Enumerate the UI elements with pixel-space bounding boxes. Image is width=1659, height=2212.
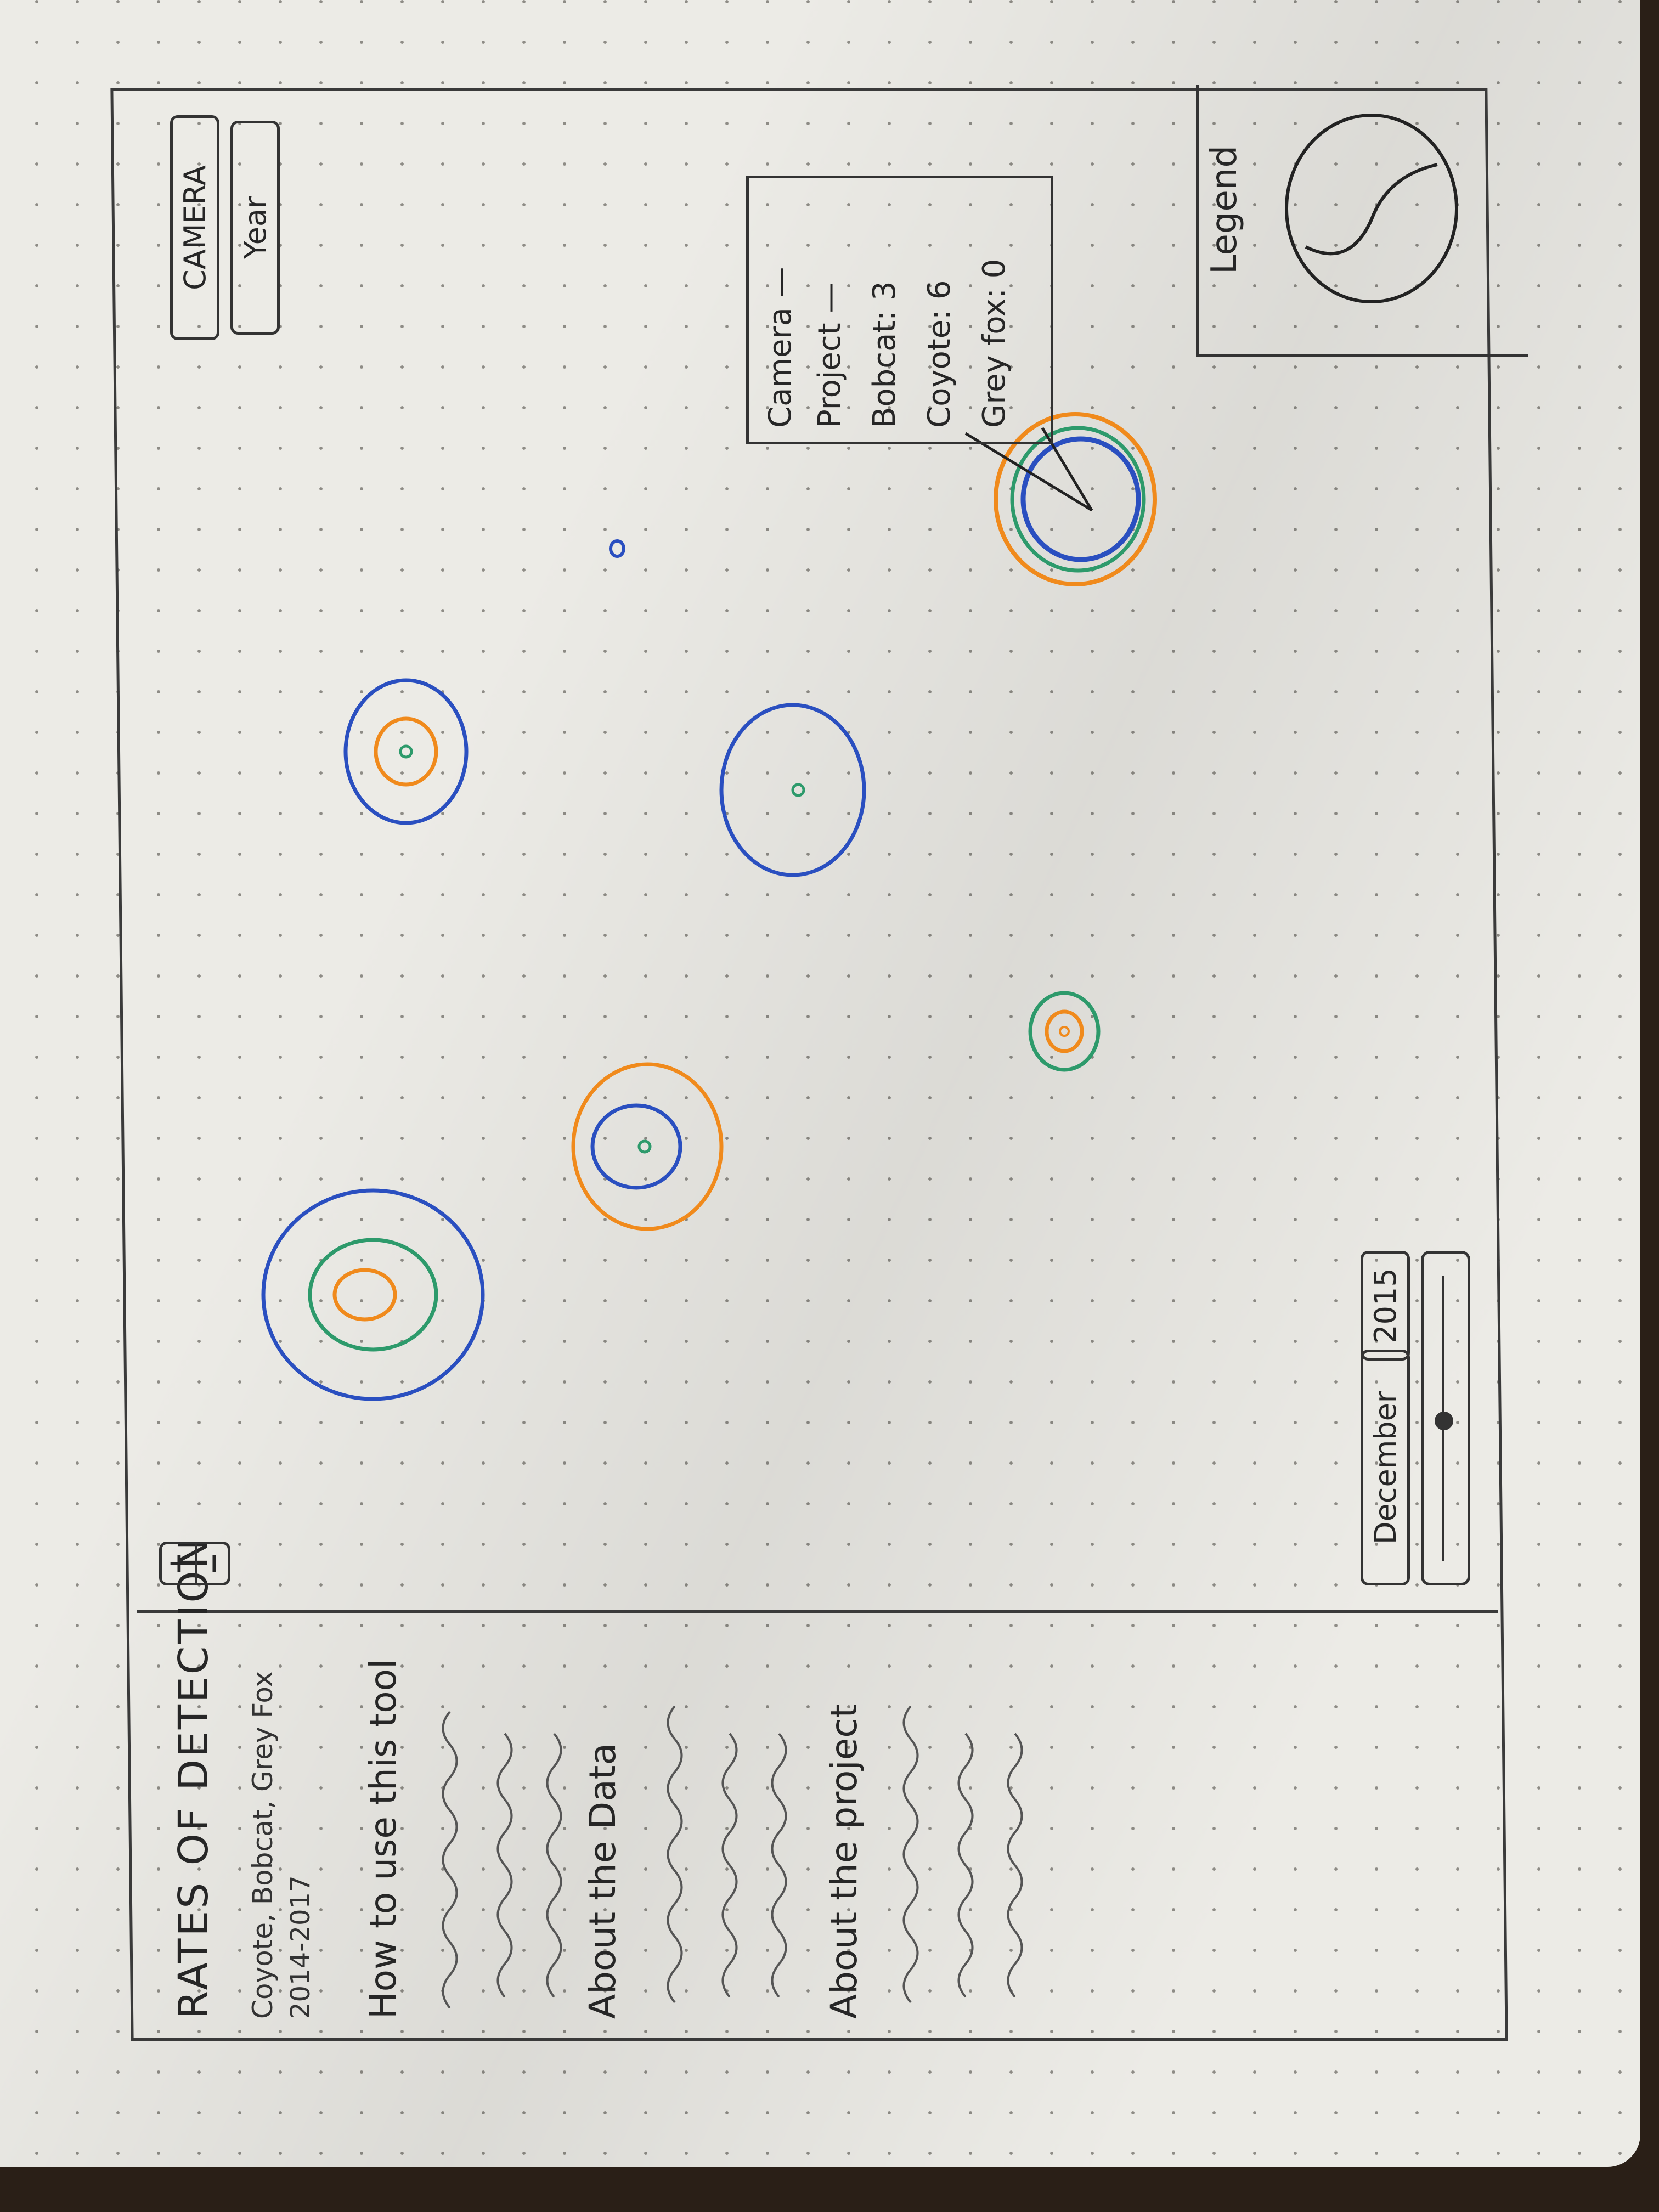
tooltip-greyfox-count: Grey fox: 0 — [977, 258, 1012, 428]
camera-marker-3[interactable] — [343, 678, 469, 825]
camera-marker-1[interactable] — [261, 1188, 485, 1401]
notebook-page — [0, 0, 1640, 2167]
legend-symbol — [1285, 114, 1458, 303]
tooltip-camera: Camera — — [763, 267, 798, 428]
camera-marker-5[interactable] — [1028, 991, 1101, 1072]
tooltip-pointer — [964, 427, 1093, 512]
camera-marker-4[interactable] — [719, 703, 866, 877]
camera-marker-selected[interactable] — [994, 412, 1157, 586]
camera-marker-2[interactable] — [571, 1062, 724, 1231]
tooltip-coyote-count: Coyote: 6 — [922, 280, 957, 428]
placeholder-text-lines — [442, 1705, 1023, 2009]
camera-marker-6[interactable] — [609, 539, 625, 558]
wireframe-sketch: RATES OF DETECTION Coyote, Bobcat, Grey … — [110, 85, 1528, 2041]
tooltip-bobcat-count: Bobcat: 3 — [867, 281, 902, 428]
camera-markers — [261, 412, 1157, 1401]
tooltip-project: Project — — [812, 282, 848, 428]
